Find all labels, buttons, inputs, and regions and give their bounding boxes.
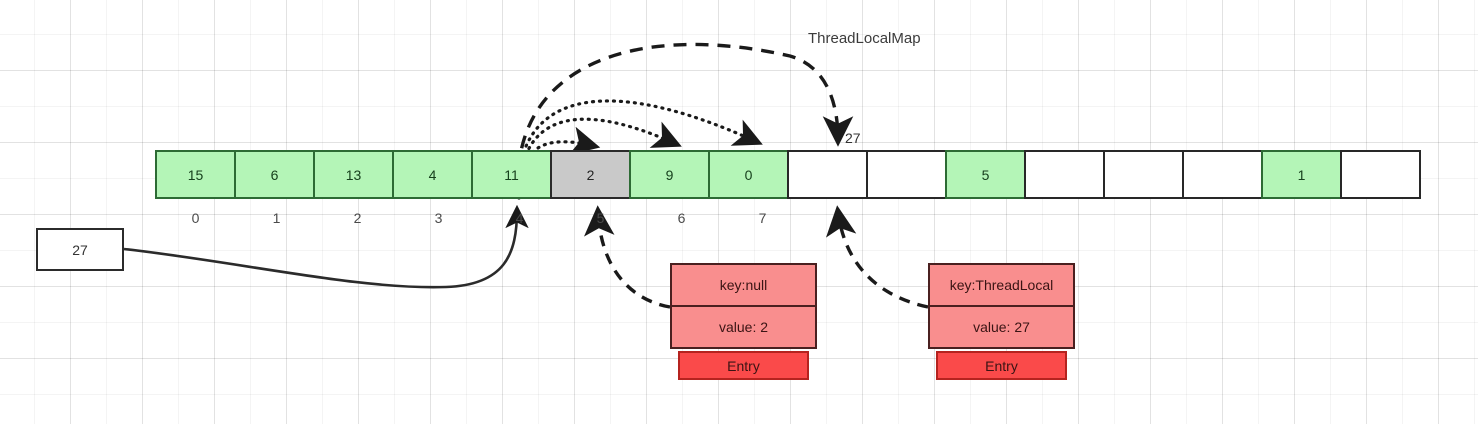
index-label-5: 5	[596, 210, 605, 226]
table-cell-value: 4	[428, 166, 437, 183]
table-cell-8[interactable]	[787, 150, 868, 199]
table-cell-5[interactable]: 2	[550, 150, 631, 199]
table-cell-value: 15	[187, 166, 204, 183]
index-label-2: 2	[353, 210, 362, 226]
entry-value-row: value: 27	[928, 305, 1075, 349]
table-cell-value: 6	[270, 166, 279, 183]
index-label-4: 4	[515, 210, 524, 226]
entry-card-null[interactable]: key:null value: 2 Entry	[670, 263, 817, 380]
table-cell-value: 11	[504, 166, 519, 183]
index-label-6: 6	[677, 210, 686, 226]
entry-threadlocal-to-slot8-link	[825, 205, 929, 309]
entry-type-tag: Entry	[678, 351, 809, 380]
table-cell-value: 13	[345, 166, 362, 183]
index-label-7: 7	[758, 210, 767, 226]
table-cell-6[interactable]: 9	[629, 150, 710, 199]
table-cell-13[interactable]	[1182, 150, 1263, 199]
table-cell-value: 5	[981, 166, 990, 183]
table-cell-1[interactable]: 6	[234, 150, 315, 199]
value-box-label: 27	[72, 241, 88, 258]
table-cell-11[interactable]	[1024, 150, 1105, 199]
page-title: ThreadLocalMap	[808, 30, 921, 47]
index-label-3: 3	[434, 210, 443, 226]
entry-key-row: key:null	[670, 263, 817, 307]
table-cell-12[interactable]	[1103, 150, 1184, 199]
table-cell-3[interactable]: 4	[392, 150, 473, 199]
hash-table: 15 6 13 4 11 2 9 0 5 1	[155, 150, 1421, 199]
table-cell-2[interactable]: 13	[313, 150, 394, 199]
table-cell-value: 1	[1297, 166, 1306, 183]
table-cell-14[interactable]: 1	[1261, 150, 1342, 199]
entry-card-threadlocal[interactable]: key:ThreadLocal value: 27 Entry	[928, 263, 1075, 380]
table-cell-9[interactable]	[866, 150, 947, 199]
index-label-0: 0	[191, 210, 200, 226]
table-cell-4[interactable]: 11	[471, 150, 552, 199]
value-box-27[interactable]: 27	[36, 228, 124, 271]
table-cell-10[interactable]: 5	[945, 150, 1026, 199]
entry-value-row: value: 2	[670, 305, 817, 349]
entry-type-tag: Entry	[936, 351, 1067, 380]
entry-key-row: key:ThreadLocal	[928, 263, 1075, 307]
insert-value-label: 27	[845, 130, 861, 146]
table-cell-15[interactable]	[1340, 150, 1421, 199]
index-labels: 0 1 2 3 4 5 6 7	[155, 210, 803, 230]
table-cell-value: 9	[665, 166, 674, 183]
table-cell-value: 0	[744, 166, 753, 183]
table-cell-value: 2	[586, 166, 595, 183]
table-cell-7[interactable]: 0	[708, 150, 789, 199]
table-cell-0[interactable]: 15	[155, 150, 236, 199]
index-label-1: 1	[272, 210, 281, 226]
